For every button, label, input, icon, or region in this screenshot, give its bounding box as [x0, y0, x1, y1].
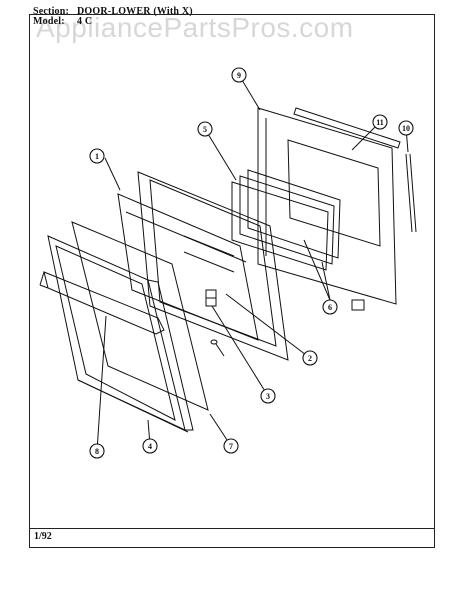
part-side-rod [405, 153, 417, 233]
svg-text:10: 10 [402, 124, 410, 133]
part-hinge-bracket [205, 289, 217, 307]
part-door-back [257, 107, 397, 305]
model-header: Model: 4 C [33, 16, 92, 27]
part-screw [210, 339, 225, 357]
callout-7: 7 [223, 438, 239, 454]
model-number: 4 C [77, 16, 93, 27]
svg-text:4: 4 [148, 442, 152, 451]
svg-text:1: 1 [95, 152, 99, 161]
callout-11: 11 [372, 114, 388, 130]
callout-10: 10 [398, 120, 414, 136]
svg-text:3: 3 [266, 392, 270, 401]
svg-text:6: 6 [328, 303, 332, 312]
svg-text:5: 5 [203, 125, 207, 134]
svg-text:11: 11 [376, 118, 384, 127]
svg-text:9: 9 [237, 71, 241, 80]
callout-4: 4 [142, 438, 158, 454]
part-door-frame [47, 235, 194, 433]
callout-1: 1 [89, 148, 105, 164]
section-title: DOOR-LOWER (With X) [77, 6, 193, 17]
part-small-clip [351, 299, 365, 311]
callout-9: 9 [231, 67, 247, 83]
part-glass-pack [231, 169, 341, 271]
section-label: Section: [33, 6, 70, 17]
callout-3: 3 [260, 388, 276, 404]
callout-6: 6 [322, 299, 338, 315]
revision-date: 1/92 [34, 531, 52, 542]
callout-2: 2 [302, 350, 318, 366]
part-door-handle [39, 271, 165, 335]
part-glass-panel [71, 221, 209, 411]
part-top-trim [293, 107, 401, 149]
callout-5: 5 [197, 121, 213, 137]
svg-text:2: 2 [308, 354, 312, 363]
callout-8: 8 [89, 443, 105, 459]
watermark: AppliancePartsPros.com [36, 12, 354, 43]
svg-text:8: 8 [95, 447, 99, 456]
model-label: Model: [33, 16, 65, 27]
svg-text:7: 7 [229, 442, 233, 451]
page-frame [29, 14, 435, 548]
footer-rule [30, 528, 434, 529]
part-door-liner [137, 171, 289, 361]
section-header: Section: DOOR-LOWER (With X) [33, 6, 193, 17]
leader-lines [96, 74, 409, 452]
